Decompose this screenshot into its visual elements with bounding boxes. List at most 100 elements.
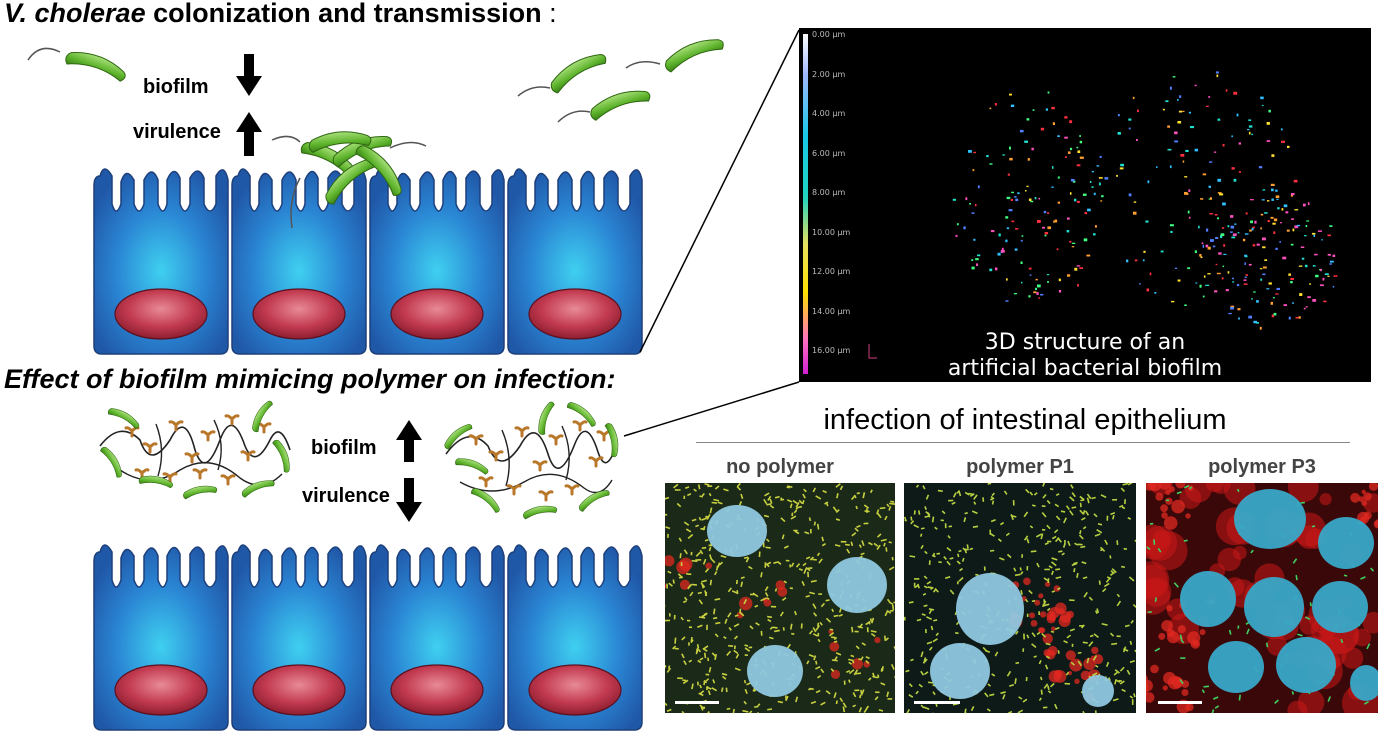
biofilm-particle <box>1264 259 1268 261</box>
bacteria-speck <box>765 596 770 600</box>
bacteria-speck <box>947 535 951 539</box>
bacteria-speck <box>1061 552 1065 556</box>
bacteria-speck <box>1109 632 1115 637</box>
bacteria-speck <box>1086 657 1090 664</box>
bacteria-speck <box>833 640 838 643</box>
biofilm-particle <box>1206 105 1209 107</box>
biofilm-particle <box>1010 198 1013 201</box>
biofilm-particle <box>1019 129 1024 133</box>
biofilm-particle <box>1280 222 1282 224</box>
bacteria-speck <box>1102 587 1107 593</box>
biofilm-particle <box>1273 231 1276 234</box>
bacteria-speck <box>722 675 727 680</box>
biofilm-particle <box>1079 156 1084 159</box>
biofilm-particle <box>1174 131 1178 135</box>
bacteria-speck <box>1020 571 1024 575</box>
biofilm-particle <box>1222 265 1225 268</box>
bacteria-speck <box>733 649 739 655</box>
bacteria-speck <box>1080 517 1086 521</box>
title-species: V. cholerae <box>4 0 146 28</box>
bacteria-speck <box>683 495 686 499</box>
bacteria-speck <box>701 546 707 549</box>
bacteria-speck <box>703 612 708 616</box>
bacteria-speck <box>710 558 716 564</box>
bacteria-speck <box>1112 515 1115 520</box>
biofilm-particle <box>973 151 976 154</box>
bacteria-speck <box>1130 619 1134 624</box>
bacteria-speck <box>1099 548 1104 552</box>
bacteria-speck <box>1067 540 1071 547</box>
bacteria-speck <box>749 625 754 630</box>
red-staining <box>1146 679 1153 692</box>
bacteria-speck <box>932 638 938 643</box>
red-staining <box>679 557 693 571</box>
bacteria-speck <box>949 557 954 560</box>
bacteria-speck <box>1157 548 1162 553</box>
bacteria-speck <box>691 559 698 563</box>
bacteria-speck <box>785 695 787 701</box>
panel-label-polymer-p3: polymer P3 <box>1208 456 1316 478</box>
bacteria-speck <box>786 499 793 503</box>
bacteria-speck <box>932 691 936 696</box>
bacteria-speck <box>1112 498 1118 501</box>
biofilm-particle <box>1329 263 1332 265</box>
biofilm-particle <box>1160 250 1164 253</box>
arrow-biofilm-up-icon <box>396 420 422 462</box>
biofilm-particle <box>1223 253 1227 255</box>
red-staining <box>1146 692 1155 703</box>
biofilm-particle <box>1070 147 1073 151</box>
bacteria-speck <box>1043 683 1049 689</box>
biofilm-particle <box>1266 288 1270 290</box>
bacteria-speck <box>1180 639 1185 644</box>
biofilm-particle <box>1314 253 1318 256</box>
bacteria-speck <box>714 633 719 638</box>
bacteria-speck <box>957 553 960 558</box>
bacteria-speck <box>839 485 844 491</box>
red-staining <box>1091 646 1099 655</box>
bacteria-speck <box>1063 517 1067 524</box>
biofilm-particle <box>1319 268 1322 272</box>
biofilm-particle <box>1215 237 1219 239</box>
biofilm-particle <box>1067 274 1071 277</box>
cell-nucleus <box>747 645 803 697</box>
bacteria-speck <box>913 524 920 529</box>
red-staining <box>1368 483 1378 491</box>
bacteria-speck <box>736 483 741 488</box>
bacteria-speck <box>923 671 929 676</box>
bacteria-speck <box>809 687 814 690</box>
biofilm-particle <box>1178 110 1183 113</box>
biofilm-particle <box>1212 245 1216 248</box>
bacteria-speck <box>681 636 686 641</box>
bacteria-speck <box>793 509 798 514</box>
micrograph-polymer-p3-image <box>1146 483 1378 713</box>
cell-nucleus <box>1244 577 1304 637</box>
bacteria-speck <box>853 669 859 676</box>
bacteria-speck <box>699 704 705 710</box>
biofilm-particle <box>1007 173 1010 176</box>
biofilm-particle <box>1186 193 1189 195</box>
bacteria-speck <box>1124 499 1126 505</box>
bacteria-speck <box>1086 493 1092 500</box>
bacteria-speck <box>699 684 703 689</box>
bacteria-speck <box>743 700 747 705</box>
bacteria-speck <box>1071 506 1077 509</box>
bacteria-speck <box>1079 495 1085 501</box>
bacteria-speck <box>987 483 992 485</box>
biofilm-particle <box>1228 312 1232 315</box>
panel-label-no-polymer: no polymer <box>726 456 834 478</box>
bacteria-speck <box>1212 696 1219 700</box>
biofilm-particle <box>1296 224 1301 227</box>
bacteria-speck <box>723 636 727 640</box>
bacteria-speck <box>944 576 951 580</box>
biofilm-particle <box>1084 212 1088 215</box>
bacteria-speck <box>708 546 712 552</box>
bacteria-speck <box>1015 661 1020 665</box>
biofilm-particle <box>998 233 1001 237</box>
bacteria-speck <box>1094 533 1101 537</box>
bacteria-speck <box>1038 611 1040 616</box>
red-staining <box>1167 631 1179 644</box>
biofilm-particle <box>1219 193 1224 196</box>
bacteria-speck <box>927 586 933 589</box>
biofilm-particle <box>1136 139 1138 141</box>
red-staining <box>1043 649 1052 657</box>
